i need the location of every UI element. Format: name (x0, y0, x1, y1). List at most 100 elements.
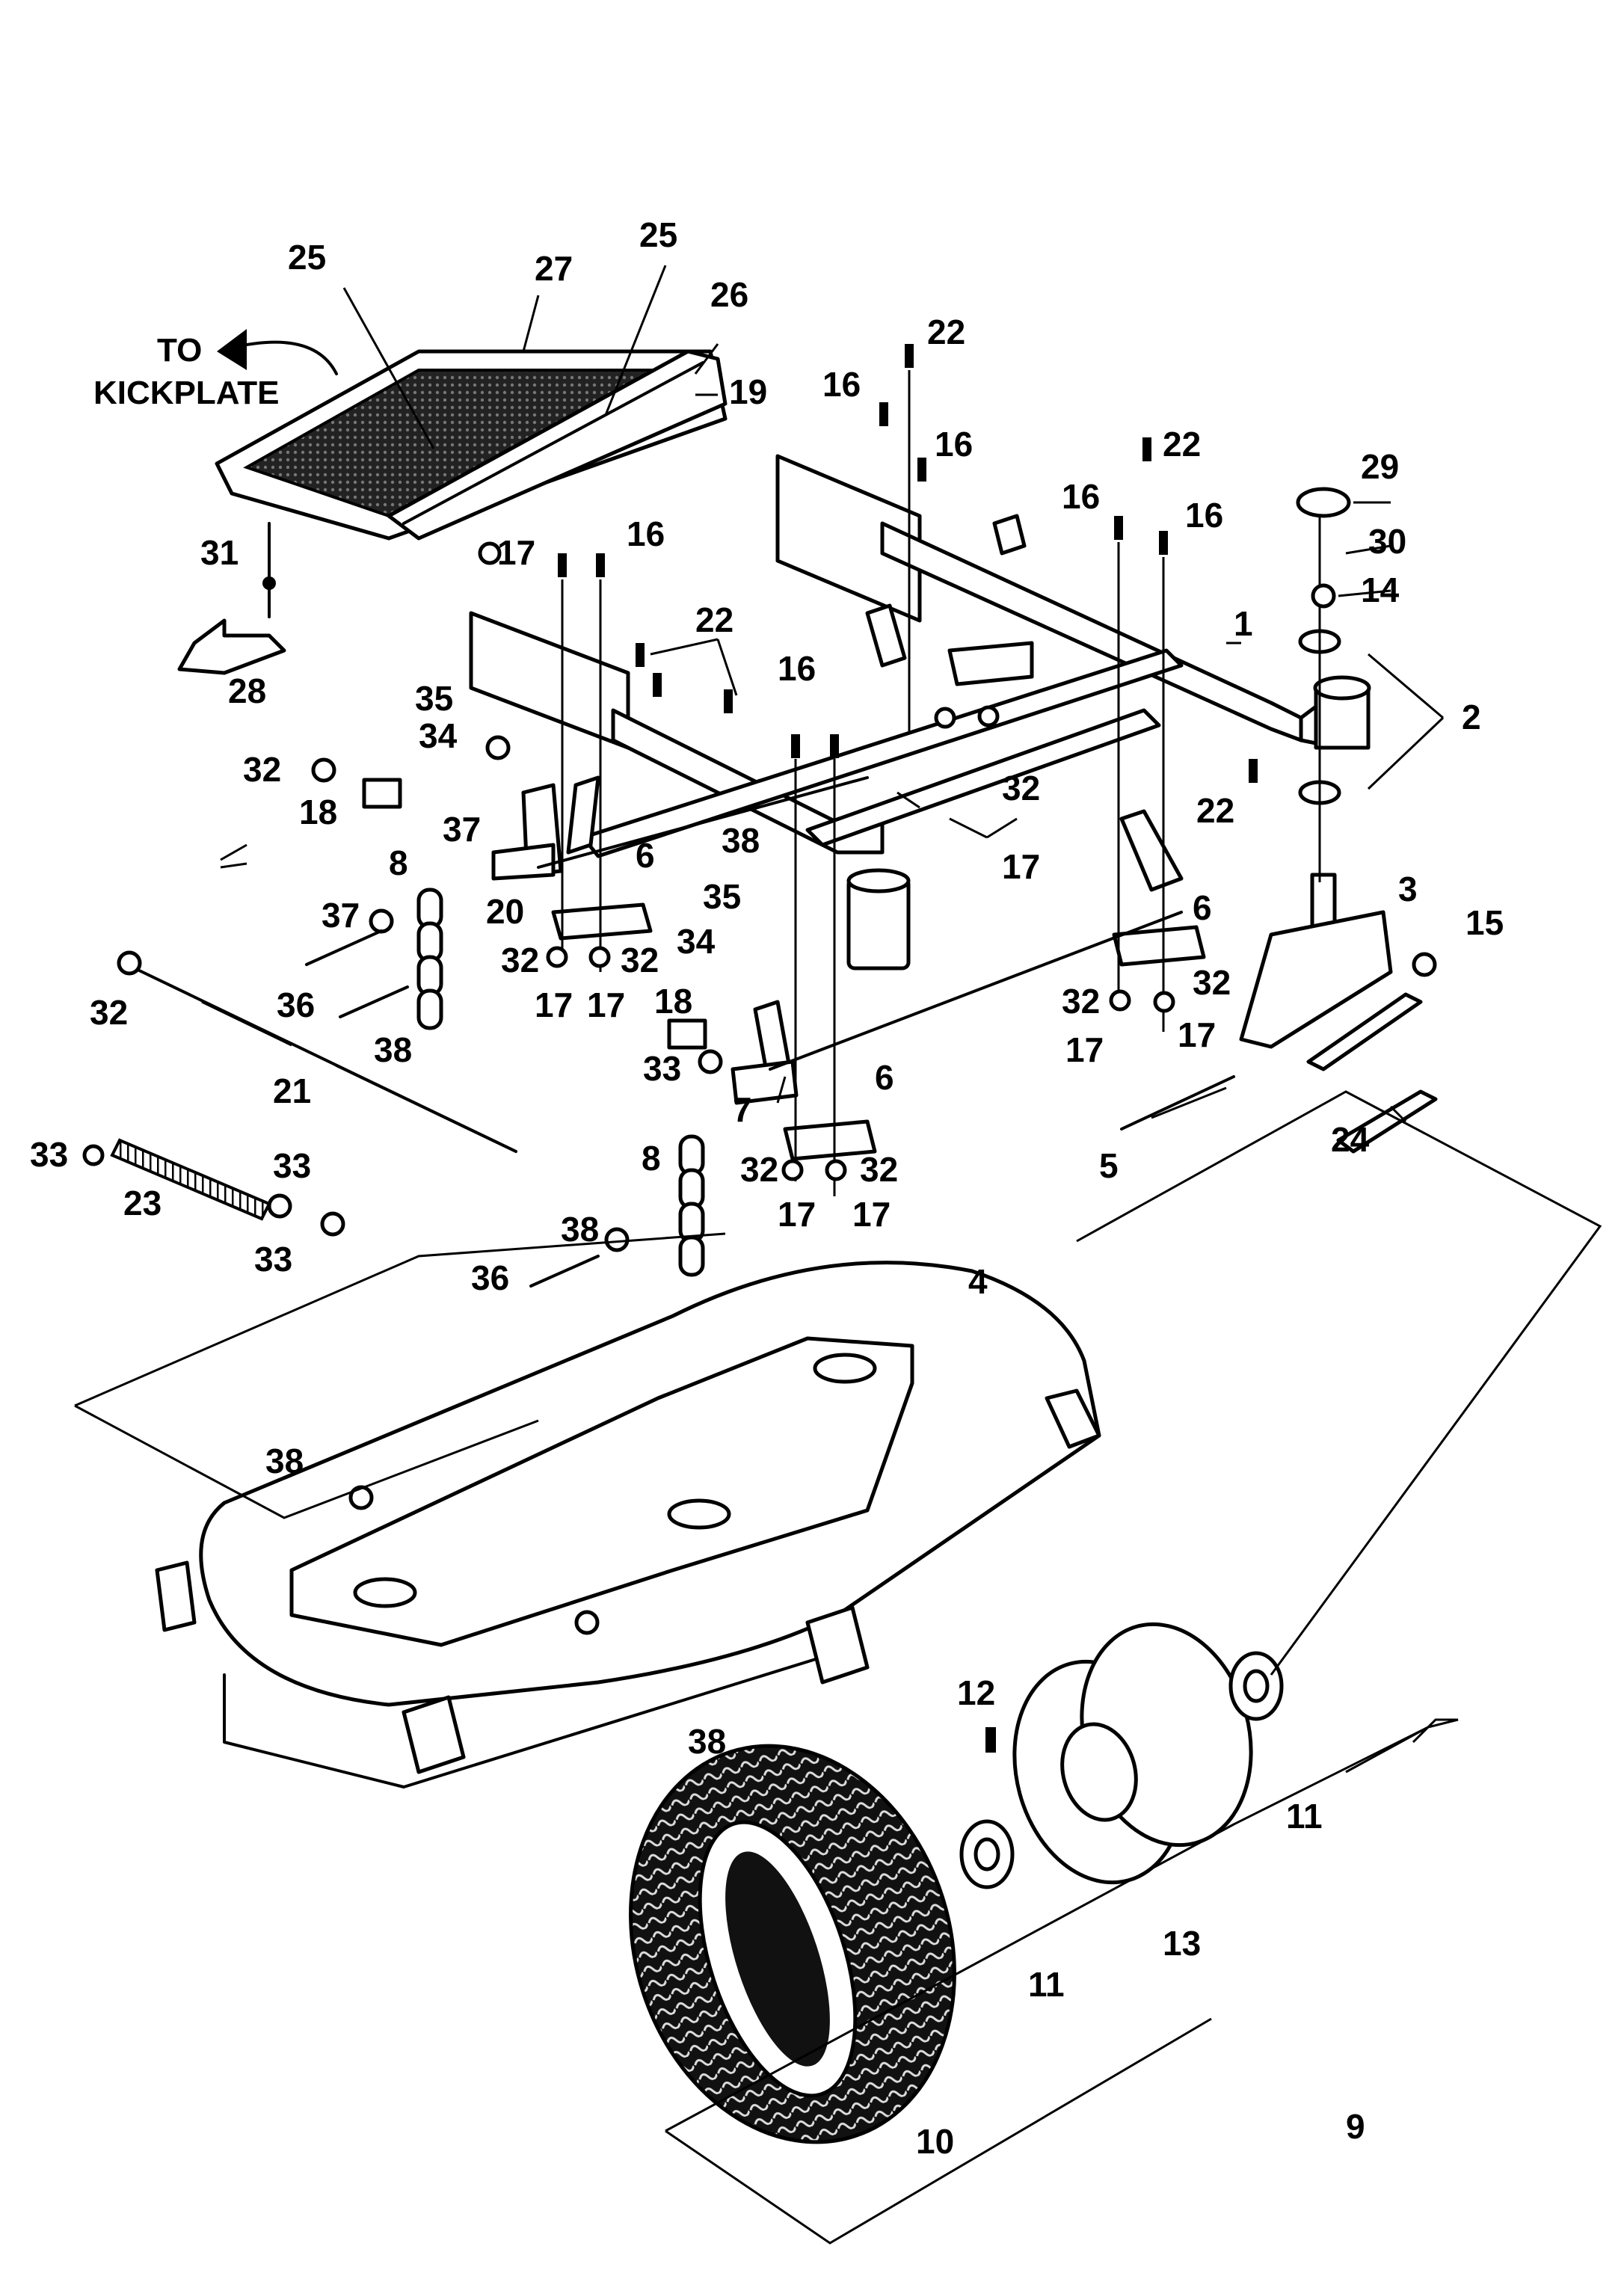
callout-38d: 38 (561, 1210, 599, 1249)
callout-3: 3 (1398, 870, 1418, 908)
tire-10 (629, 1744, 956, 2144)
callout-36a: 35 (415, 679, 453, 718)
pivot-bracket-3 (1239, 873, 1423, 1071)
callout-23: 23 (123, 1184, 162, 1222)
callout-38a: 37 (443, 810, 481, 849)
callout-37a: 36 (277, 985, 315, 1024)
callout-6c: 6 (875, 1058, 894, 1097)
callout-8a: 8 (389, 843, 408, 882)
callout-16b: 16 (935, 425, 973, 464)
callout-22a: 22 (927, 313, 965, 351)
callout-32e: 32 (860, 1150, 898, 1189)
callout-1: 1 (1234, 604, 1253, 643)
chain-8-upper (416, 888, 443, 1030)
callout-17f: 17 (852, 1195, 891, 1234)
callout-33d: 33 (254, 1240, 292, 1279)
callout-17a: 17 (497, 533, 535, 572)
callout-25b: 25 (639, 215, 677, 254)
callout-38e: 38 (265, 1442, 304, 1480)
callout-2: 2 (1462, 698, 1481, 736)
callout-19: 19 (729, 372, 767, 411)
callout-12: 12 (957, 1673, 995, 1712)
callout-17b: 17 (1002, 847, 1040, 886)
bearing-11-outer (1228, 1651, 1284, 1721)
callout-38b: 37 (322, 896, 360, 935)
callout-16f: 16 (778, 649, 816, 688)
callout-5: 5 (1099, 1146, 1119, 1185)
note-line-2: KICKPLATE (93, 375, 280, 411)
callout-4: 4 (968, 1262, 988, 1301)
callout-16e: 16 (627, 514, 665, 553)
callout-26: 26 (710, 275, 748, 314)
callout-35a: 34 (419, 716, 458, 755)
callout-30: 30 (1368, 522, 1406, 561)
callout-10: 10 (916, 2122, 954, 2161)
callout-37b: 36 (471, 1258, 509, 1297)
callout-13: 13 (1163, 1924, 1201, 1963)
bracket-28 (177, 522, 286, 675)
callout-32b: 32 (501, 941, 539, 979)
cap-29 (1296, 487, 1351, 518)
rod-21 (133, 967, 517, 1153)
callout-17c: 17 (535, 985, 573, 1024)
callout-16a: 16 (822, 365, 861, 404)
callout-18b: 18 (654, 982, 692, 1021)
callout-34b: 33 (273, 1146, 311, 1185)
callout-34a: 33 (30, 1135, 68, 1174)
callout-labels: 1 2 3 4 5 6 6 6 7 8 8 9 10 11 11 12 13 1… (30, 215, 1504, 2161)
callout-38c: 38 (374, 1030, 412, 1069)
callout-22b: 22 (1163, 425, 1201, 464)
callout-17g: 17 (1065, 1030, 1104, 1069)
callout-38f: 38 (688, 1722, 726, 1761)
callout-17h: 17 (1178, 1015, 1216, 1054)
callout-24: 24 (1331, 1120, 1370, 1159)
note-kickplate: TO KICKPLATE (93, 332, 280, 411)
callout-31: 31 (200, 533, 239, 572)
callout-32g: 32 (1193, 963, 1231, 1002)
callout-11b: 11 (1028, 1965, 1065, 2004)
chain-8-lower (678, 1134, 705, 1277)
mower-deck-4 (155, 1261, 1101, 1788)
callout-7: 7 (733, 1090, 752, 1129)
callout-15: 15 (1465, 903, 1504, 942)
callout-16d: 16 (1185, 496, 1223, 535)
callout-29: 29 (1361, 447, 1399, 486)
callout-36b: 35 (703, 877, 741, 916)
callout-33b: 32 (90, 993, 128, 1032)
grease-fitting-12 (985, 1727, 996, 1753)
callout-32d: 32 (740, 1150, 778, 1189)
leader-lines (201, 265, 1445, 1123)
callout-35b: 34 (677, 922, 716, 961)
bearing-11-inner (959, 1819, 1015, 1889)
mower-frame (469, 454, 1371, 971)
rim-13 (1012, 1622, 1253, 1885)
callout-18a: 18 (299, 793, 337, 831)
callout-33a: 32 (243, 750, 281, 789)
callout-28: 28 (228, 671, 266, 710)
callout-39: 38 (722, 821, 760, 860)
callout-32a: 32 (1002, 769, 1040, 808)
callout-9: 9 (1346, 2107, 1365, 2146)
callout-16c: 16 (1062, 477, 1100, 516)
callout-11a: 11 (1286, 1797, 1323, 1836)
hardware (82, 344, 1437, 1635)
callout-17d: 17 (587, 985, 625, 1024)
assembly-guide-lines (74, 1090, 1602, 2245)
callout-22c: 22 (695, 600, 733, 639)
note-line-1: TO (157, 332, 202, 369)
callout-6a: 6 (636, 836, 655, 875)
callout-25a: 25 (288, 238, 326, 277)
callout-6b: 6 (1193, 888, 1212, 927)
callout-22d: 22 (1196, 791, 1234, 830)
callout-32c: 32 (621, 941, 659, 979)
callout-8b: 8 (642, 1139, 661, 1178)
callout-21: 21 (273, 1071, 311, 1110)
foot-plate-assembly (215, 349, 728, 541)
kickplate-arrow-icon (217, 329, 338, 375)
callout-32f: 32 (1062, 982, 1100, 1021)
callout-27: 27 (535, 249, 573, 288)
callout-17e: 17 (778, 1195, 816, 1234)
callout-14: 14 (1361, 570, 1400, 609)
callout-33c: 33 (643, 1049, 681, 1088)
